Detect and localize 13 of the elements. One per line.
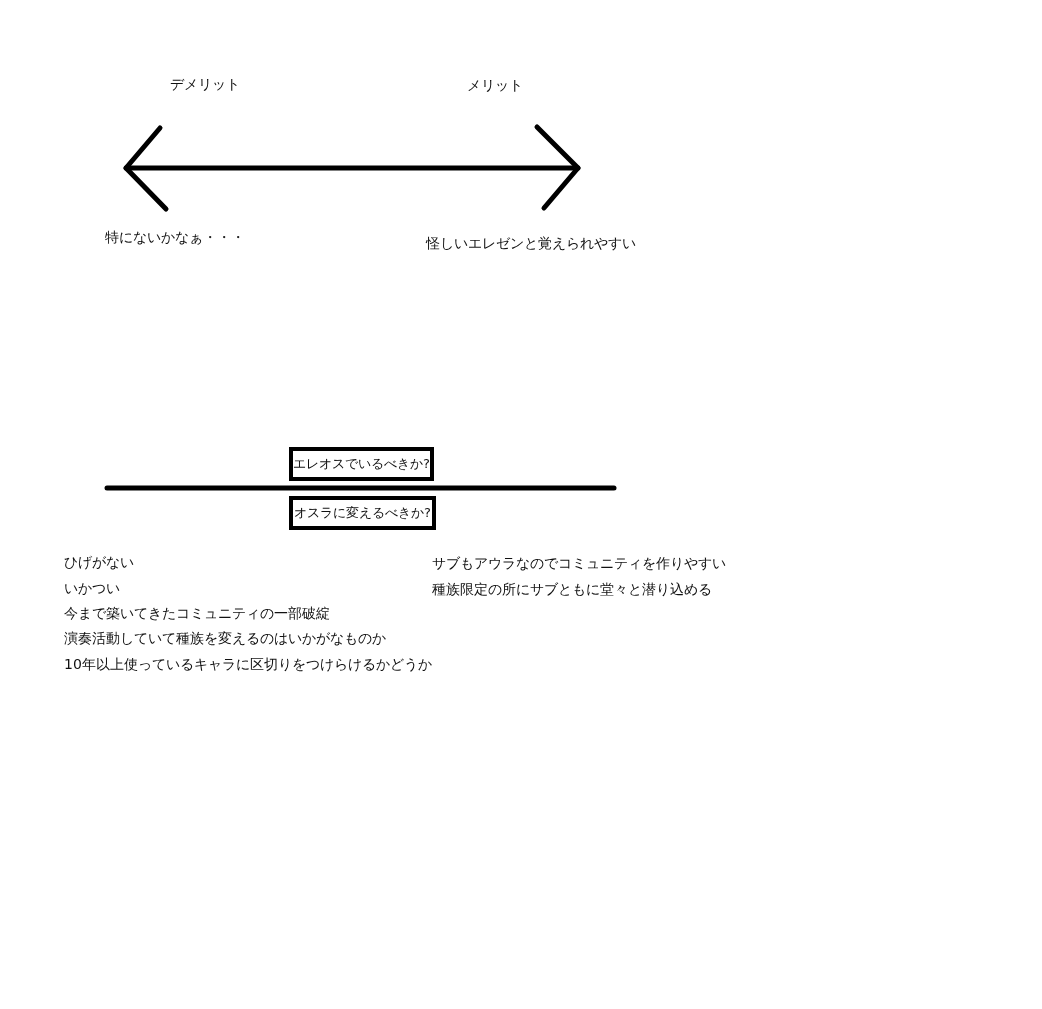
note-text: 特にないかなぁ・・・	[105, 228, 245, 246]
column-heading: デメリット	[170, 75, 240, 93]
list-item: いかつい	[64, 579, 120, 597]
list-item: サブもアウラなのでコミュニティを作りやすい	[432, 554, 726, 572]
question-box: オスラに変えるべきか?	[289, 496, 436, 530]
list-item: 演奏活動していて種族を変えるのはいかがなものか	[64, 629, 386, 647]
list-item: 今まで築いてきたコミュニティの一部破綻	[64, 604, 330, 622]
column-heading: メリット	[467, 76, 523, 94]
list-item: 10年以上使っているキャラに区切りをつけらけるかどうか	[64, 655, 432, 673]
question-box: エレオスでいるべきか?	[289, 447, 434, 481]
list-item: ひげがない	[64, 553, 134, 571]
list-item: 種族限定の所にサブともに堂々と潜り込める	[432, 580, 712, 598]
note-text: 怪しいエレゼンと覚えられやすい	[426, 234, 636, 252]
